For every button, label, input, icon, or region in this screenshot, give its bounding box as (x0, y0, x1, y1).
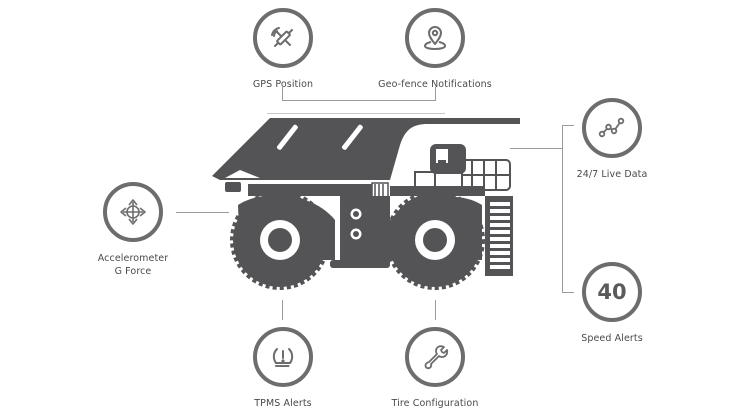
move-arrows-icon (120, 199, 146, 225)
feature-geofence: Geo-fence Notifications (365, 8, 505, 91)
haul-truck-icon (212, 118, 520, 290)
satellite-icon (271, 27, 293, 47)
connector-right-bracket-v (562, 125, 563, 293)
speed-ring: 40 (582, 262, 642, 322)
feature-tire-configuration: Tire Configuration (365, 327, 505, 410)
accel-label-line2: G Force (114, 266, 152, 277)
tpms-label: TPMS Alerts (254, 398, 312, 409)
geofence-label: Geo-fence Notifications (378, 79, 492, 90)
accel-label: Accelerometer G Force (63, 252, 203, 278)
connector-tpms (282, 300, 283, 320)
connector-accel (176, 212, 229, 213)
geofence-ring (405, 8, 465, 68)
live-data-label: 24/7 Live Data (576, 169, 648, 180)
connector-truck-top (267, 113, 445, 114)
wrench-icon (424, 345, 449, 370)
gps-ring (253, 8, 313, 68)
tire-ring (405, 327, 465, 387)
feature-gps-position: GPS Position (213, 8, 353, 91)
tpms-ring (253, 327, 313, 387)
feature-tpms-alerts: TPMS Alerts (213, 327, 353, 410)
accel-label-line1: Accelerometer (97, 253, 169, 264)
gps-label: GPS Position (252, 79, 314, 90)
connector-gps-geofence-left (282, 87, 283, 101)
feature-speed-alerts: 40 Speed Alerts (542, 262, 682, 345)
feature-accelerometer: Accelerometer G Force (63, 182, 203, 278)
connector-gps-geofence-right (435, 87, 436, 101)
speed-value: 40 (597, 280, 627, 304)
live-data-ring (582, 98, 642, 158)
front-wheel (230, 190, 330, 290)
feature-live-data: 24/7 Live Data (542, 98, 682, 181)
connector-right-bracket-top (562, 125, 574, 126)
tire-label: Tire Configuration (391, 398, 479, 409)
line-graph-icon (598, 117, 625, 138)
accel-ring (103, 182, 163, 242)
connector-right-bracket-bottom (562, 292, 574, 293)
connector-tire (435, 300, 436, 320)
map-pin-icon (424, 26, 446, 50)
connector-gps-geofence-bottom (282, 100, 436, 101)
connector-right-bracket-h (510, 148, 562, 149)
tire-pressure-warning-icon (272, 348, 294, 367)
rear-wheel (385, 190, 485, 290)
speed-label: Speed Alerts (581, 333, 643, 344)
